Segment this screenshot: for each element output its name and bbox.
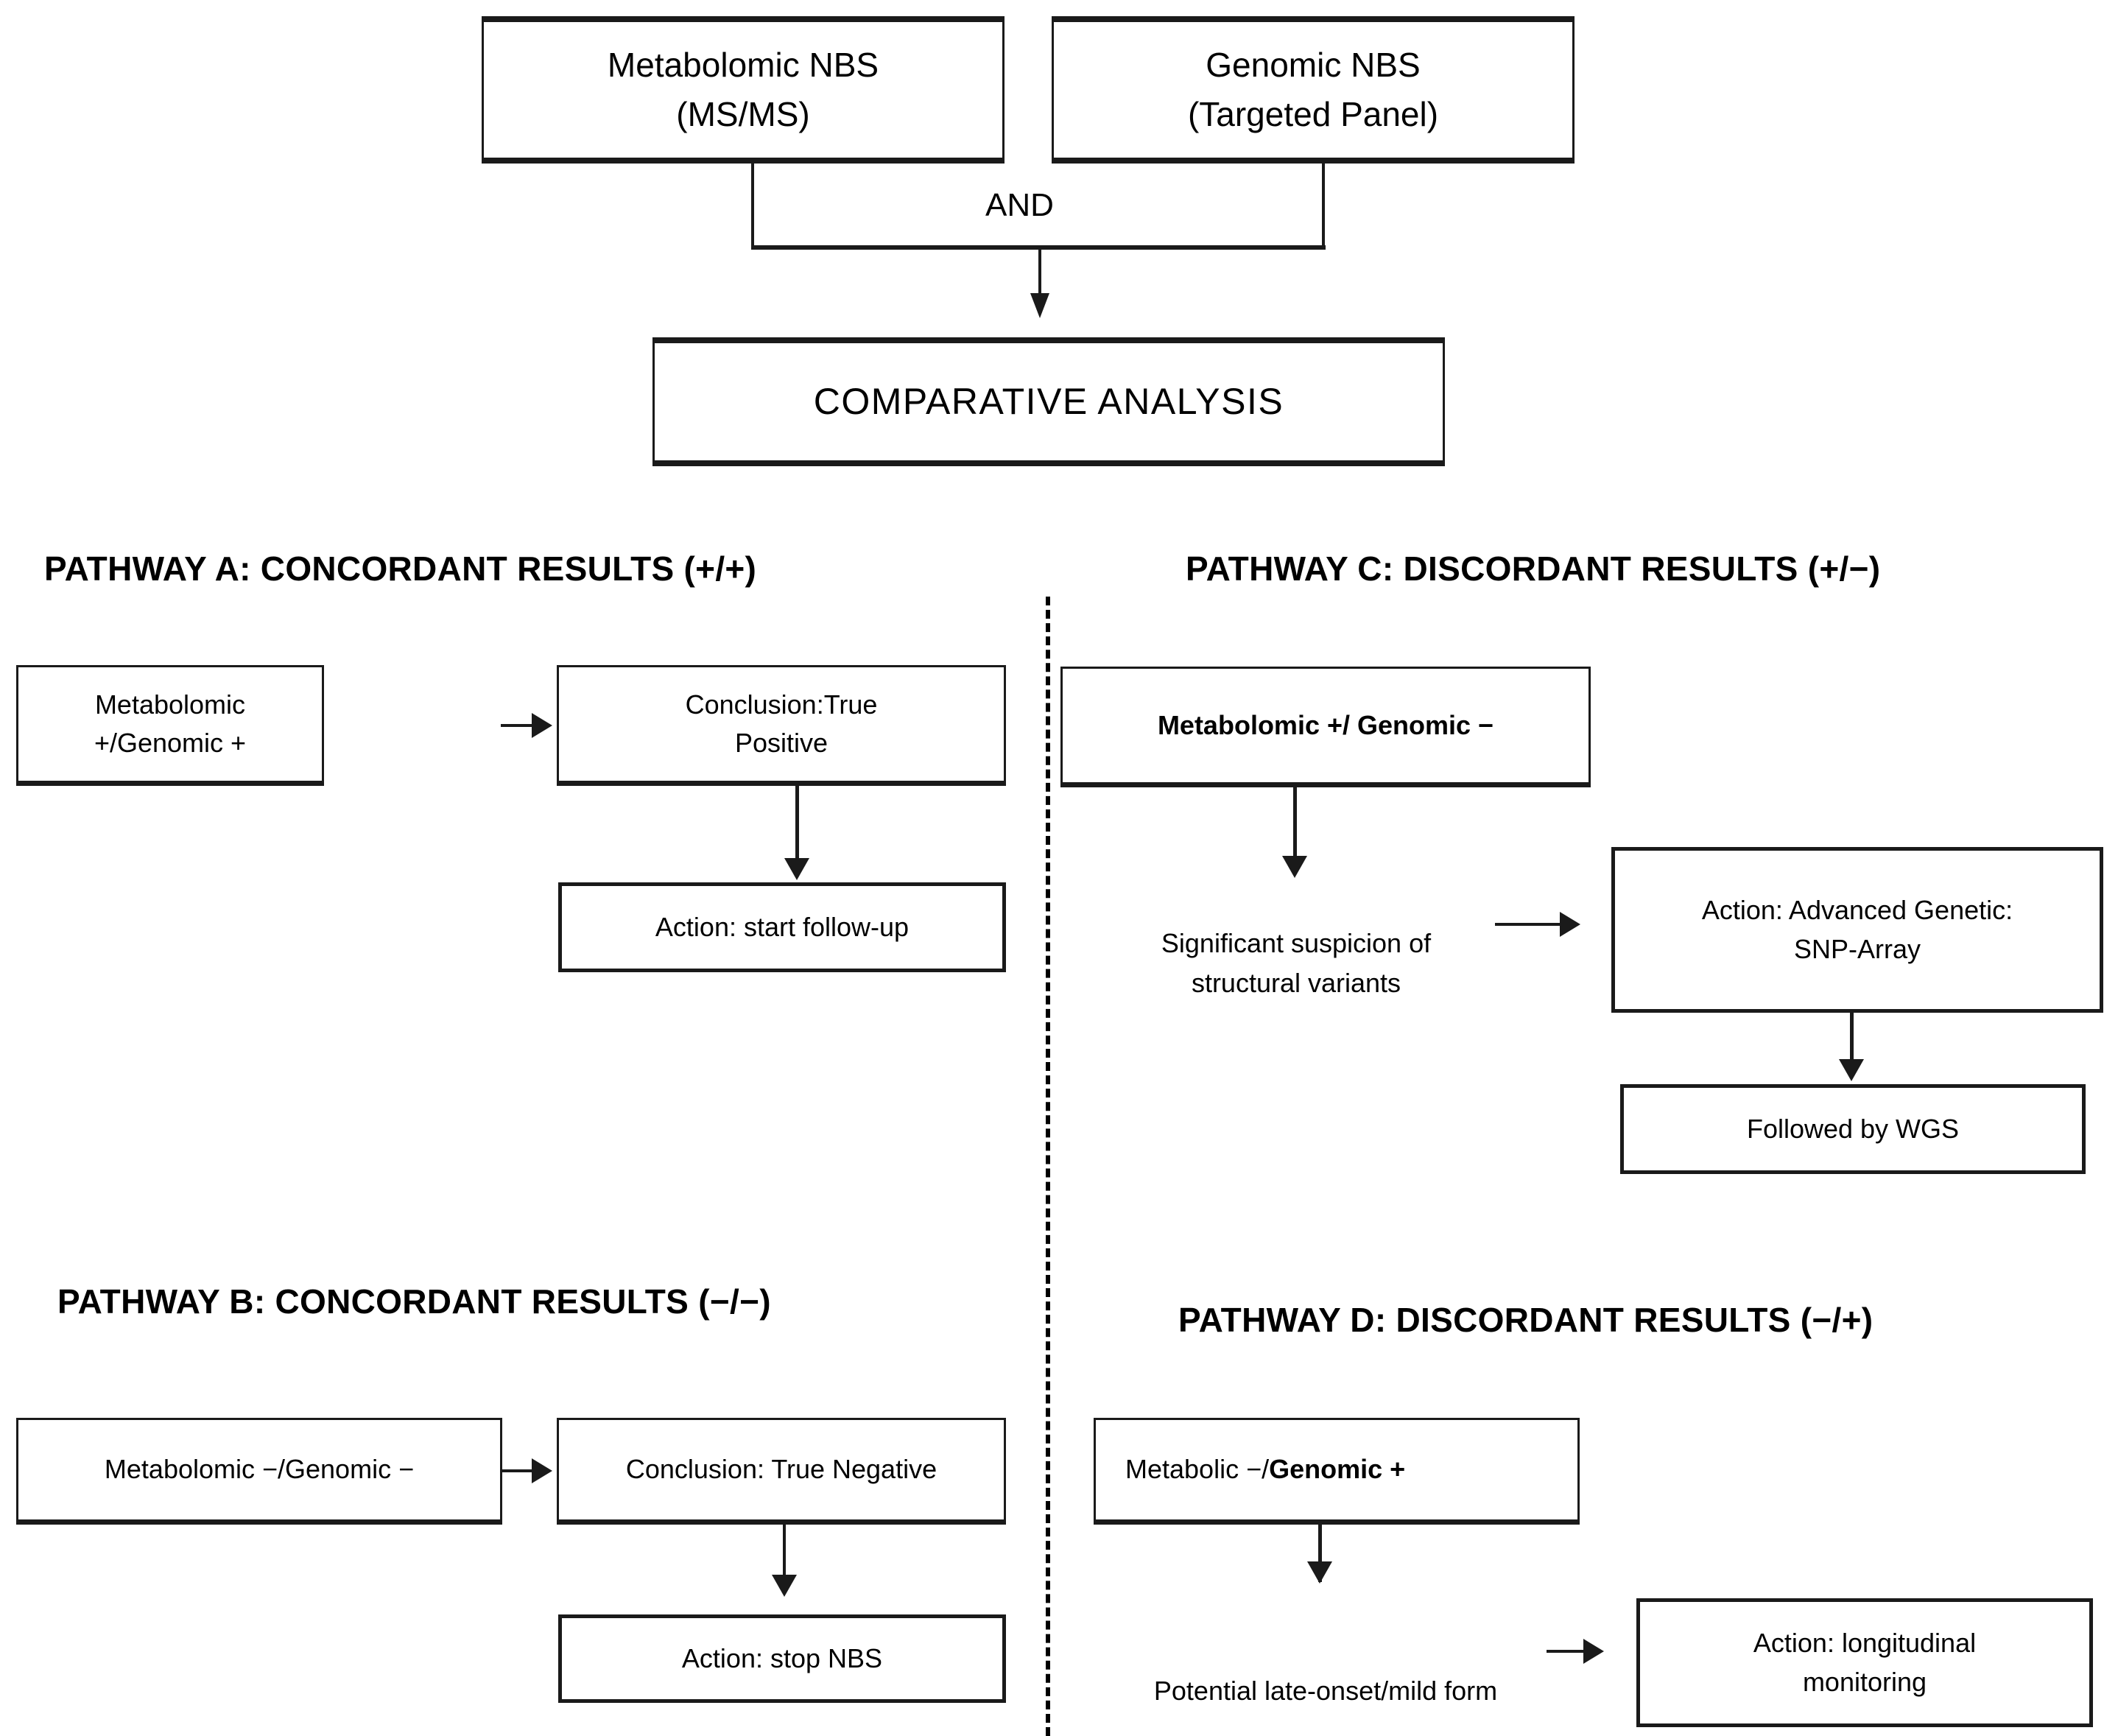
and-to-analysis-arrowhead — [1030, 293, 1049, 318]
pathway-d-right-line — [1547, 1650, 1592, 1653]
pathway-a-heading-text: PATHWAY A: CONCORDANT RESULTS (+/+) — [44, 549, 757, 588]
pathway-d-right-arrowhead — [1583, 1639, 1604, 1664]
pathway-b-conclusion-label: Conclusion: True Negative — [625, 1454, 937, 1485]
pathway-d-start-box: Metabolic −/Genomic + — [1094, 1418, 1580, 1525]
pathway-b-action-label: Action: stop NBS — [681, 1642, 883, 1673]
pathway-d-start-bold: Genomic + — [1269, 1454, 1406, 1485]
pathway-b-start-box: Metabolomic −/Genomic − — [16, 1418, 502, 1525]
pathway-a-arrow-line — [501, 724, 538, 727]
and-label: AND — [985, 187, 1054, 224]
pathway-b-heading: PATHWAY B: CONCORDANT RESULTS (−/−) — [57, 1282, 771, 1321]
and-text: AND — [985, 187, 1054, 223]
pathway-d-start-label: Metabolic −/Genomic + — [1096, 1450, 1415, 1489]
metabolomic-nbs-label: Metabolomic NBS (MS/MS) — [607, 46, 879, 133]
comparative-analysis-box: COMPARATIVE ANALYSIS — [652, 337, 1445, 466]
pathway-a-heading: PATHWAY A: CONCORDANT RESULTS (+/+) — [44, 549, 756, 588]
pathway-a-down-arrowhead — [784, 858, 809, 880]
pathway-d-heading-text: PATHWAY D: DISCORDANT RESULTS (−/+) — [1178, 1301, 1874, 1339]
pathway-c-action-box: Action: Advanced Genetic: SNP-Array — [1611, 847, 2103, 1013]
pathway-c-heading-text: PATHWAY C: DISCORDANT RESULTS (+/−) — [1186, 549, 1881, 588]
genomic-nbs-label: Genomic NBS (Targeted Panel) — [1187, 46, 1439, 133]
pathway-c-heading: PATHWAY C: DISCORDANT RESULTS (+/−) — [1186, 549, 1880, 588]
pathway-a-start-label: Metabolomic +/Genomic + — [94, 689, 247, 758]
metabolomic-nbs-box: Metabolomic NBS (MS/MS) — [482, 16, 1005, 164]
pathway-c-right-line — [1495, 923, 1569, 926]
and-to-analysis-line — [1038, 248, 1041, 300]
genomic-nbs-box: Genomic NBS (Targeted Panel) — [1052, 16, 1575, 164]
and-bracket-right-line — [1322, 164, 1325, 248]
pathway-a-conclusion-label: Conclusion:True Positive — [685, 689, 878, 758]
pathway-a-down-line — [795, 786, 799, 863]
pathway-a-arrowhead — [532, 713, 552, 738]
comparative-analysis-label: COMPARATIVE ANALYSIS — [813, 381, 1284, 423]
pathway-c-down-line — [1293, 787, 1297, 861]
pathway-d-down-line — [1318, 1525, 1322, 1582]
pathway-d-potential-label: Potential late-onset/mild form — [1153, 1676, 1498, 1706]
pathway-c-followup-box: Followed by WGS — [1620, 1084, 2086, 1174]
pathway-d-action-box: Action: longitudinal monitoring — [1636, 1598, 2093, 1727]
pathway-a-start-box: Metabolomic +/Genomic + — [16, 665, 324, 786]
pathway-c-start-box: Metabolomic +/ Genomic − — [1060, 667, 1591, 787]
pathway-b-start-label: Metabolomic −/Genomic − — [104, 1454, 415, 1485]
pathway-d-heading: PATHWAY D: DISCORDANT RESULTS (−/+) — [1178, 1300, 1873, 1340]
pathway-b-conclusion-box: Conclusion: True Negative — [557, 1418, 1006, 1525]
pathway-a-conclusion-box: Conclusion:True Positive — [557, 665, 1006, 786]
pathway-b-down-line — [783, 1525, 786, 1582]
pathway-d-down-arrowhead — [1307, 1561, 1332, 1584]
pathway-a-action-label: Action: start follow-up — [655, 911, 910, 942]
pathway-c-action-label: Action: Advanced Genetic: SNP-Array — [1701, 895, 2013, 964]
pathway-b-action-box: Action: stop NBS — [558, 1614, 1006, 1703]
pathway-d-start-prefix: Metabolic −/ — [1125, 1454, 1270, 1485]
pathway-c-suspicion-text: Significant suspicion of structural vari… — [1105, 884, 1488, 1003]
pathway-c-wgs-arrowhead — [1839, 1059, 1864, 1081]
and-bracket-left-line — [751, 164, 754, 248]
pathway-b-arrowhead — [532, 1458, 552, 1483]
pathway-d-action-label: Action: longitudinal monitoring — [1753, 1628, 1977, 1697]
pathway-c-wgs-line — [1850, 1013, 1854, 1066]
pathway-d-potential-text: Potential late-onset/mild form — [1119, 1631, 1532, 1711]
pathway-a-action-box: Action: start follow-up — [558, 882, 1006, 972]
pathway-b-arrow-line — [502, 1469, 538, 1472]
vertical-dashed-divider — [1046, 597, 1050, 1736]
and-bracket-bottom-line — [751, 245, 1326, 250]
pathway-c-followup-label: Followed by WGS — [1746, 1113, 1960, 1144]
pathway-b-down-arrowhead — [772, 1575, 797, 1597]
pathway-c-suspicion-label: Significant suspicion of structural vari… — [1161, 928, 1432, 998]
pathway-b-heading-text: PATHWAY B: CONCORDANT RESULTS (−/−) — [57, 1282, 771, 1321]
pathway-c-right-arrowhead — [1560, 912, 1580, 937]
pathway-c-start-label: Metabolomic +/ Genomic − — [1157, 709, 1494, 740]
pathway-c-down-arrowhead — [1282, 856, 1307, 878]
